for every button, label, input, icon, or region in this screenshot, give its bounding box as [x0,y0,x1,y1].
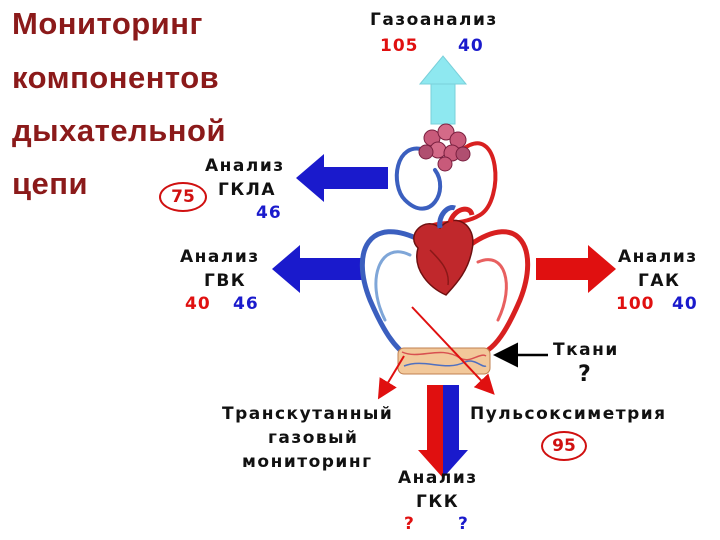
title-line-2: компонентов [12,60,220,95]
transcutaneous-line1: Транскутанный [222,404,394,424]
gvk-value-red: 40 [185,294,211,314]
pulseox-label: Пульсоксиметрия [470,404,667,424]
transcutaneous-line2: газовый [268,428,359,448]
gvk-label-line2: ГВК [204,271,247,291]
gkla-label-line2: ГКЛА [218,180,277,200]
gkla-label-line1: Анализ [205,156,285,176]
gas-analysis-value-red: 105 [380,36,419,56]
gak-value-red: 100 [616,294,655,314]
gkk-value-red: ? [404,514,415,534]
tissues-label: Ткани [553,340,619,360]
pulseox-pointer-arrow [411,306,495,395]
gas-analysis-arrow [418,55,468,125]
transcutaneous-line3: мониторинг [242,452,373,472]
gas-analysis-label: Газоанализ [370,10,498,30]
pulseox-value-oval: 95 [541,431,587,461]
tissues-value: ? [578,362,593,387]
gvk-arrow [272,245,364,293]
title-line-4: цепи [12,166,89,201]
title-line-1: Мониторинг [12,6,203,41]
gak-label-line2: ГАК [638,271,681,291]
title-line-3: дыхательной [12,113,227,148]
gkk-arrow [418,385,468,478]
gkk-label-line1: Анализ [398,468,478,488]
tissue-block [397,347,491,375]
gak-value-blue: 40 [672,294,698,314]
pulseox-value: 95 [552,436,576,456]
gas-analysis-value-blue: 40 [458,36,484,56]
gkla-value-red-oval: 75 [159,182,207,212]
gkla-arrow [296,154,388,202]
gkla-value-red: 75 [171,187,195,207]
vessels [359,141,531,353]
gkk-value-blue: ? [458,514,469,534]
transcutaneous-pointer-arrow [377,355,405,400]
alveoli-cluster [418,123,471,172]
gak-label-line1: Анализ [618,247,698,267]
gkla-value-blue: 46 [256,203,282,223]
gkk-label-line2: ГКК [416,492,460,512]
heart [413,205,475,296]
gvk-value-blue: 46 [233,294,259,314]
gvk-label-line1: Анализ [180,247,260,267]
gak-arrow [536,245,616,293]
